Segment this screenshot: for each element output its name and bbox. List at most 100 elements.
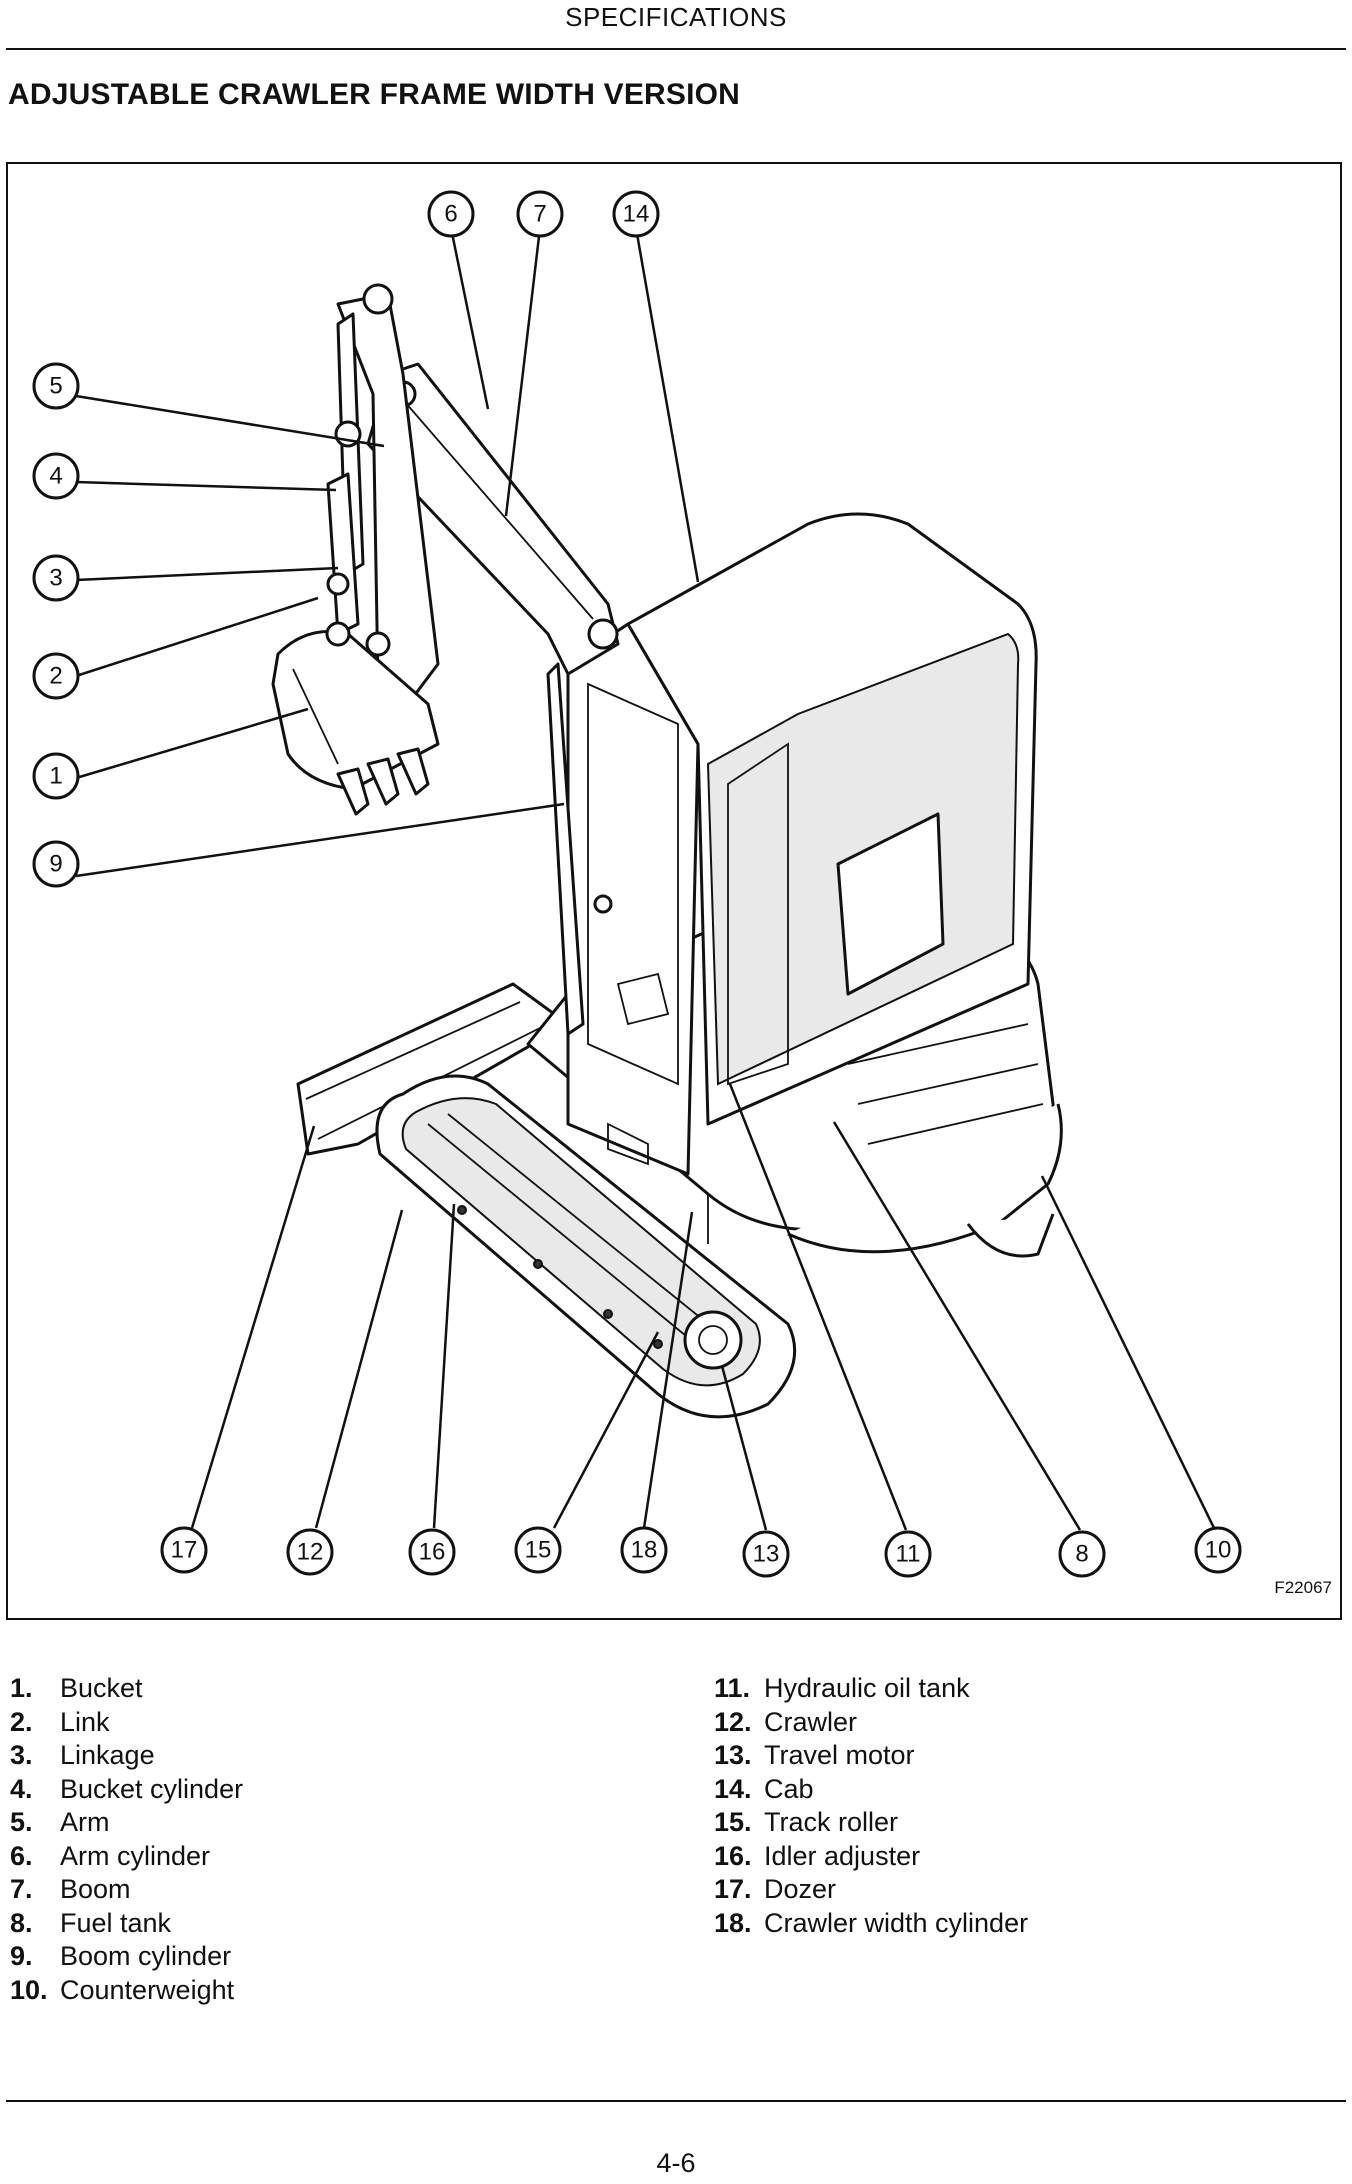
- excavator-figure: 6 7 14 5 4 3 2 1: [6, 162, 1342, 1620]
- legend-label: Hydraulic oil tank: [764, 1673, 970, 1703]
- legend-left: 1. Bucket 2. Link 3. Linkage 4. Bucket cylin…: [10, 1672, 243, 2007]
- legend-right: 11. Hydraulic oil tank 12. Crawler 13. Trav…: [714, 1672, 1028, 1940]
- callout-3: 3: [32, 554, 80, 602]
- figure-code: F22067: [1274, 1578, 1332, 1597]
- legend-number: 4.: [10, 1773, 33, 1804]
- legend-number: 9.: [10, 1941, 33, 1971]
- callout-7: 7: [516, 190, 564, 238]
- boom-drawing: [366, 362, 620, 1036]
- legend-number: 17.: [714, 1874, 752, 1904]
- legend-item: 7. Boom: [10, 1873, 243, 1907]
- legend-number: 2.: [10, 1706, 33, 1737]
- legend-item: 17. Dozer: [714, 1873, 1028, 1907]
- callout-3-number: 3: [49, 565, 62, 592]
- callout-2-number: 2: [49, 663, 62, 690]
- running-header: SPECIFICATIONS: [565, 2, 787, 32]
- callout-6: 6: [427, 190, 475, 238]
- callout-14-number: 14: [623, 201, 650, 228]
- callout-9: 9: [32, 840, 80, 888]
- legend-item: 14. Cab: [714, 1773, 1028, 1807]
- callout-14: 14: [612, 190, 660, 238]
- legend-number: 3.: [10, 1740, 33, 1770]
- legend-item: 5. Arm: [10, 1806, 243, 1840]
- legend-number: 10.: [10, 1974, 48, 2005]
- callout-15-number: 15: [525, 1537, 552, 1564]
- legend-number: 1.: [10, 1673, 33, 1703]
- legend-number: 6.: [10, 1840, 33, 1871]
- legend-number: 7.: [10, 1874, 33, 1904]
- page-number: 4-6: [656, 2148, 696, 2178]
- legend-item: 13. Travel motor: [714, 1739, 1028, 1773]
- legend-number: 16.: [714, 1840, 752, 1871]
- legend-number: 15.: [714, 1807, 752, 1837]
- legend-item: 8. Fuel tank: [10, 1907, 243, 1941]
- legend-number: 14.: [714, 1773, 752, 1804]
- legend-label: Dozer: [764, 1874, 837, 1904]
- callout-12-number: 12: [297, 1539, 324, 1566]
- legend-number: 11.: [714, 1673, 751, 1703]
- legend-label: Boom: [60, 1874, 131, 1904]
- legend-label: Arm: [60, 1807, 110, 1837]
- legend-label: Bucket: [60, 1673, 143, 1703]
- legend-item: 12. Crawler: [714, 1706, 1028, 1740]
- crawler-drawing: [375, 1074, 797, 1419]
- callout-17: 17: [160, 1526, 208, 1574]
- callout-2: 2: [32, 652, 80, 700]
- callout-10-number: 10: [1205, 1537, 1232, 1564]
- legend-label: Linkage: [60, 1740, 155, 1770]
- legend-label: Track roller: [764, 1807, 899, 1837]
- legend-item: 11. Hydraulic oil tank: [714, 1672, 1028, 1706]
- legend-item: 9. Boom cylinder: [10, 1940, 243, 1974]
- legend-number: 8.: [10, 1907, 33, 1938]
- legend-label: Crawler width cylinder: [764, 1907, 1029, 1938]
- callout-16-number: 16: [419, 1539, 446, 1566]
- excavator-illustration: 6 7 14 5 4 3 2 1: [32, 190, 1242, 1578]
- callout-11-number: 11: [896, 1541, 921, 1568]
- legend-number: 18.: [714, 1907, 752, 1938]
- legend-label: Idler adjuster: [764, 1840, 921, 1871]
- legend-label: Boom cylinder: [60, 1941, 232, 1971]
- legend-label: Crawler: [764, 1706, 858, 1737]
- callout-7-number: 7: [533, 201, 546, 228]
- header-rule: [6, 48, 1346, 50]
- footer-rule: [6, 2100, 1346, 2102]
- callout-1: 1: [32, 752, 80, 800]
- callout-4: 4: [32, 452, 80, 500]
- legend-label: Cab: [764, 1773, 814, 1804]
- legend-item: 16. Idler adjuster: [714, 1840, 1028, 1874]
- callout-4-number: 4: [49, 463, 62, 490]
- bucket-drawing: [271, 621, 440, 816]
- legend-item: 3. Linkage: [10, 1739, 243, 1773]
- legend-label: Link: [60, 1706, 110, 1737]
- callout-12: 12: [286, 1528, 334, 1576]
- legend-item: 4. Bucket cylinder: [10, 1773, 243, 1807]
- legend-label: Counterweight: [60, 1974, 235, 2005]
- legend-item: 1. Bucket: [10, 1672, 243, 1706]
- callout-8: 8: [1058, 1530, 1106, 1578]
- legend-item: 10. Counterweight: [10, 1974, 243, 2008]
- cab-drawing: [566, 512, 1038, 1176]
- callout-8-number: 8: [1075, 1541, 1088, 1568]
- callout-18-number: 18: [631, 1537, 658, 1564]
- callout-17-number: 17: [171, 1537, 198, 1564]
- legend-item: 15. Track roller: [714, 1806, 1028, 1840]
- callout-11: 11: [884, 1530, 932, 1578]
- legend-number: 5.: [10, 1807, 33, 1837]
- legend-item: 6. Arm cylinder: [10, 1840, 243, 1874]
- leader-lines: [75, 227, 1216, 1531]
- legend-number: 13.: [714, 1740, 752, 1770]
- callout-6-number: 6: [444, 201, 457, 228]
- legend-label: Fuel tank: [60, 1907, 172, 1938]
- callout-18: 18: [620, 1526, 668, 1574]
- legend-label: Bucket cylinder: [60, 1773, 244, 1804]
- legend-item: 2. Link: [10, 1706, 243, 1740]
- dozer-drawing: [296, 982, 570, 1156]
- callout-15: 15: [514, 1526, 562, 1574]
- legend-label: Arm cylinder: [60, 1840, 211, 1871]
- legend-label: Travel motor: [764, 1740, 915, 1770]
- callout-5: 5: [32, 362, 80, 410]
- legend-item: 18. Crawler width cylinder: [714, 1907, 1028, 1941]
- callout-1-number: 1: [49, 763, 62, 790]
- legend-number: 12.: [714, 1706, 752, 1737]
- callout-10: 10: [1194, 1526, 1242, 1574]
